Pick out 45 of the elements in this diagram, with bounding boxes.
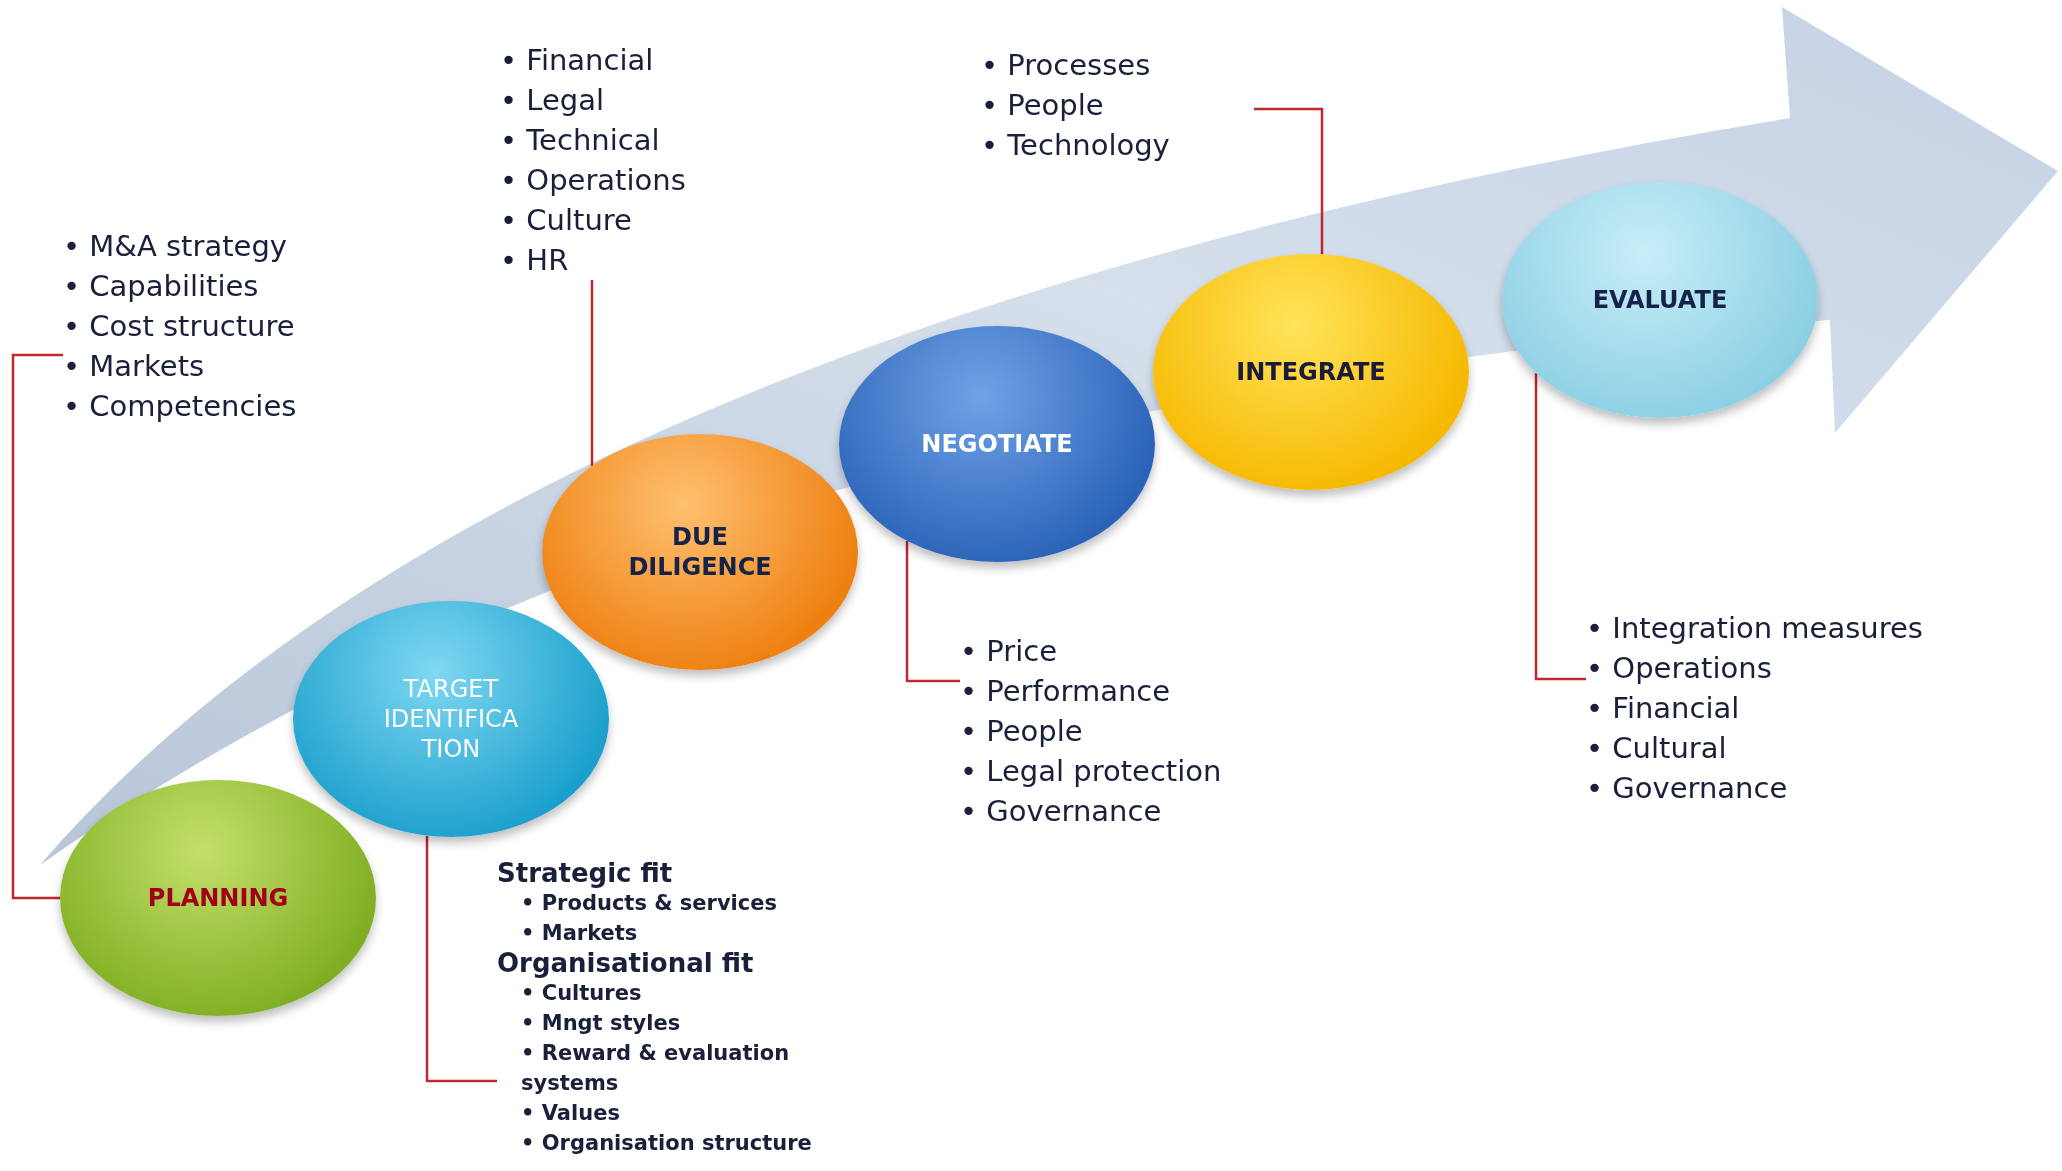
stage-label: PLANNING	[147, 883, 289, 913]
list-item: • Legal protection	[960, 753, 1223, 790]
list-item: • Mngt styles	[520, 1010, 682, 1037]
list-item: • Operations	[500, 162, 687, 199]
list-item: • Markets	[520, 920, 639, 947]
list-item: • Cultural	[1586, 730, 1728, 767]
list-heading: Organisational fit	[497, 948, 755, 978]
leader-line	[11, 353, 63, 900]
list-heading: Strategic fit	[497, 858, 674, 888]
stage-label: DUE DILIGENCE	[628, 522, 772, 582]
stage-label: NEGOTIATE	[921, 429, 1073, 459]
list-item: • M&A strategy	[63, 228, 288, 265]
list-item: • Technology	[981, 127, 1171, 164]
list-item: • Markets	[63, 348, 206, 385]
list-item: • People	[981, 87, 1105, 124]
leader-line	[1534, 373, 1586, 681]
list-item: • Processes	[981, 47, 1152, 84]
leader-line	[425, 835, 497, 1083]
list-item: • Performance	[960, 673, 1172, 710]
list-item: • People	[960, 713, 1084, 750]
list-item: • Governance	[960, 793, 1163, 830]
list-item: • Price	[960, 633, 1059, 670]
list-item: • Governance	[1586, 770, 1789, 807]
stage-label: TARGET IDENTIFICA TION	[383, 674, 519, 764]
list-item: • Technical	[500, 122, 661, 159]
list-item: • Capabilities	[63, 268, 260, 305]
list-item: • Competencies	[63, 388, 298, 425]
list-item: • Culture	[500, 202, 633, 239]
list-item: • Cultures	[520, 980, 643, 1007]
list-item: • HR	[500, 242, 570, 279]
list-item: • Legal	[500, 82, 606, 119]
stage-label: EVALUATE	[1592, 285, 1728, 315]
leader-line	[905, 541, 960, 683]
stage-label: INTEGRATE	[1236, 357, 1386, 387]
leader-line	[590, 280, 594, 466]
list-item: • Integration measures	[1586, 610, 1924, 647]
list-item: • Products & services	[520, 890, 778, 917]
list-item: • Financial	[1586, 690, 1741, 727]
list-item: • Reward & evaluation systems	[520, 1040, 791, 1097]
list-item: • Financial	[500, 42, 655, 79]
list-item: • Values	[520, 1100, 621, 1127]
leader-line	[1254, 107, 1324, 255]
list-item: • Operations	[1586, 650, 1773, 687]
list-item: • Cost structure	[63, 308, 296, 345]
list-item: • Organisation structure	[520, 1130, 813, 1157]
